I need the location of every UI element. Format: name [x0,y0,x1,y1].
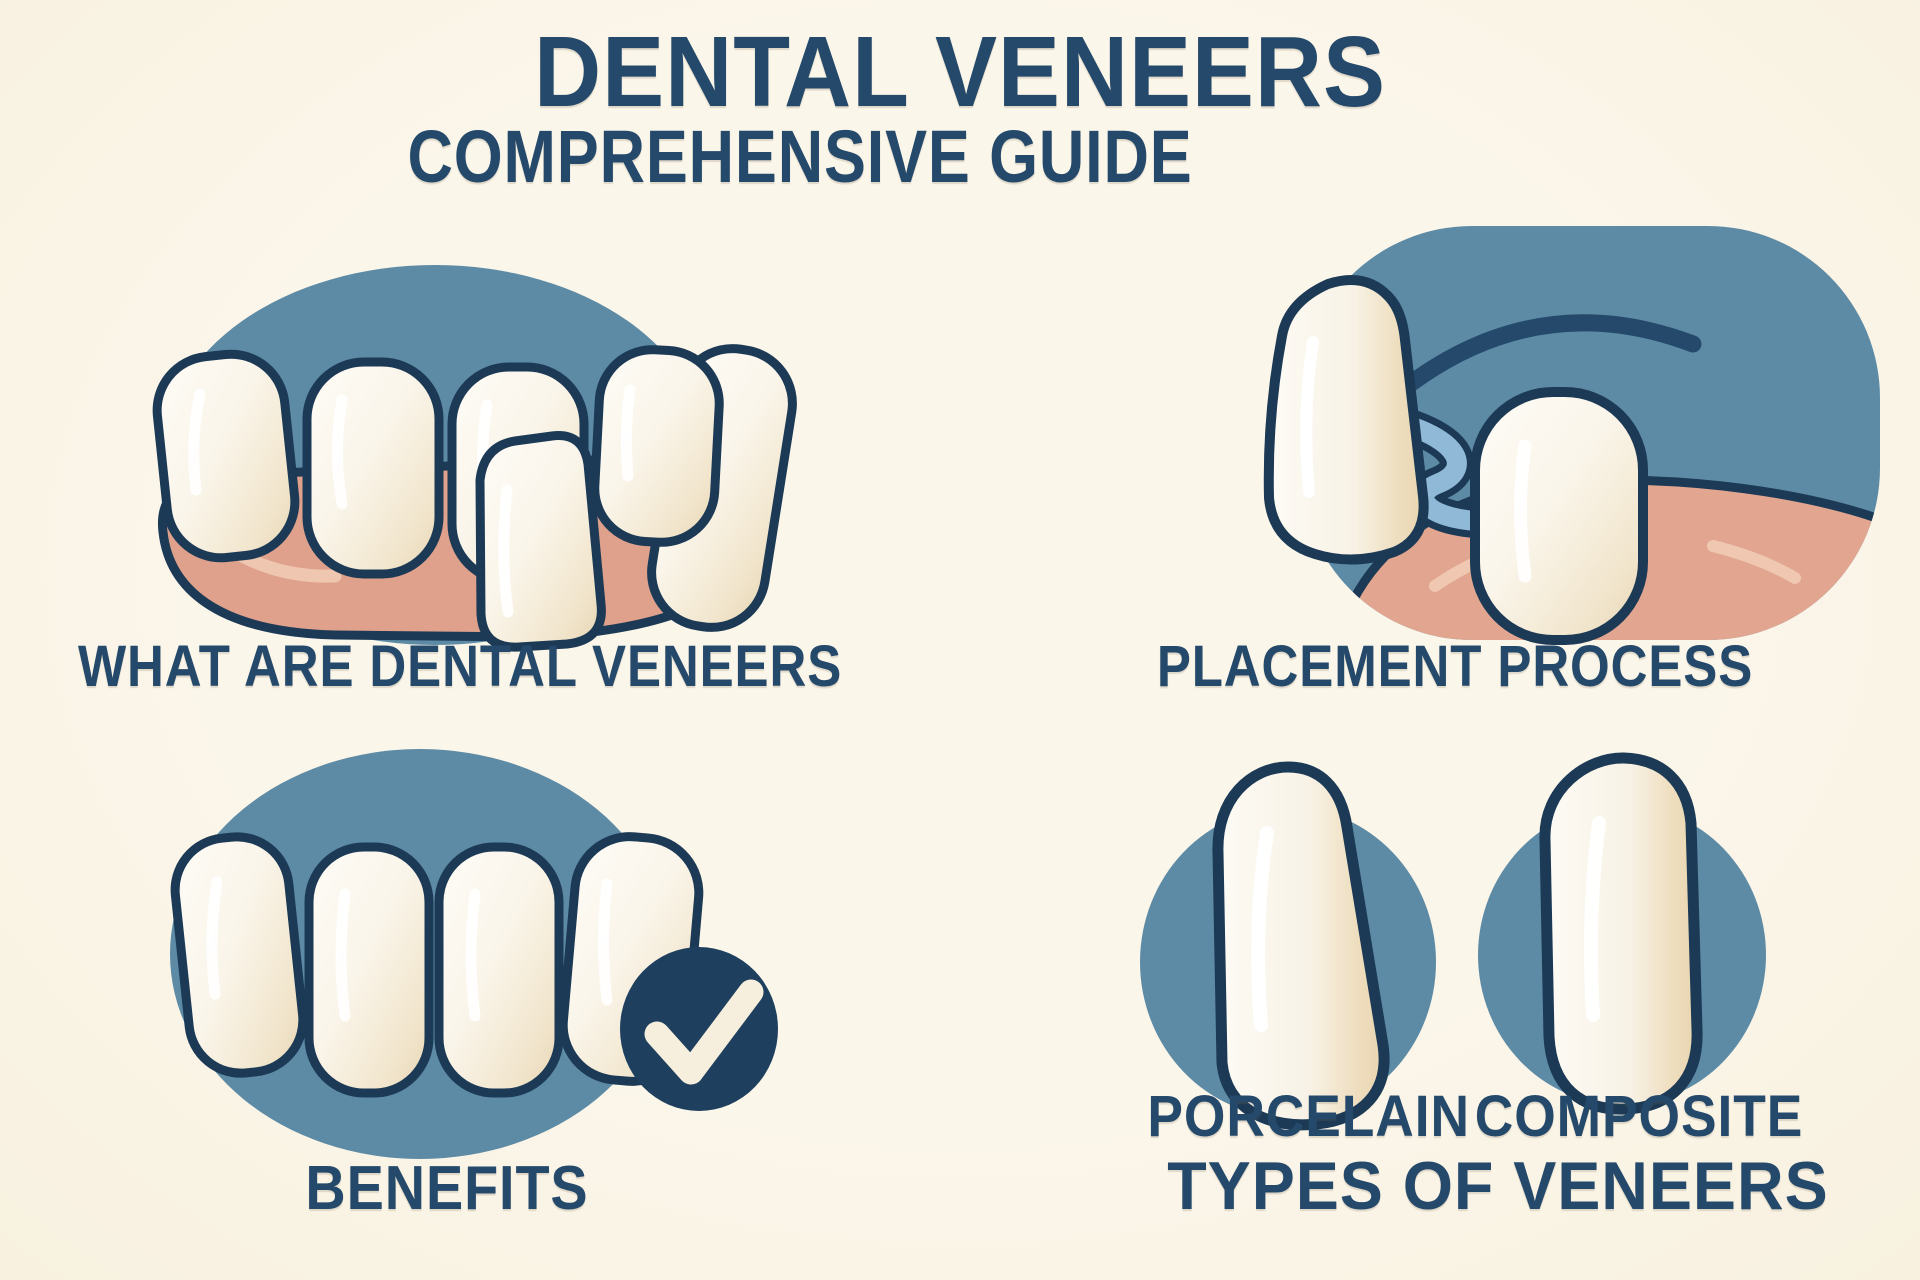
section-label-benefits: BENEFITS [305,1154,589,1223]
page-title: DENTAL VENEERS [534,16,1386,128]
teeth-and-gums-graphic [152,265,797,652]
placement-graphic [1263,226,1880,645]
types-of-veneers-illustration [1075,735,1835,1155]
veneer-tooth-overlay [475,431,606,652]
section-label-placement-process: PLACEMENT PROCESS [1156,634,1754,699]
what-are-dental-veneers-illustration [105,222,805,654]
type-label-porcelain: PORCELAIN [1147,1084,1470,1149]
types-graphic [1140,752,1766,1131]
tooth [170,832,308,1078]
veneer-shell [1263,275,1429,565]
placement-process-illustration [1225,218,1885,650]
porcelain-veneer-tooth [1212,761,1390,1131]
tooth [302,357,444,579]
page-subtitle: COMPREHENSIVE GUIDE [407,115,1193,198]
composite-veneer-tooth [1539,752,1703,1115]
section-label-types-of-veneers: TYPES OF VENEERS [1167,1148,1829,1224]
tooth [304,842,434,1098]
tooth [590,345,724,547]
benefits-illustration [115,742,795,1166]
checkmark-icon [620,947,778,1111]
prepared-tooth [1470,387,1648,645]
section-label-what-are-dental-veneers: WHAT ARE DENTAL VENEERS [78,634,843,699]
tooth [434,842,564,1098]
benefits-graphic [170,749,778,1159]
tooth [152,349,300,563]
type-label-composite: COMPOSITE [1474,1084,1804,1149]
bonding-ribbon [1383,406,1510,540]
